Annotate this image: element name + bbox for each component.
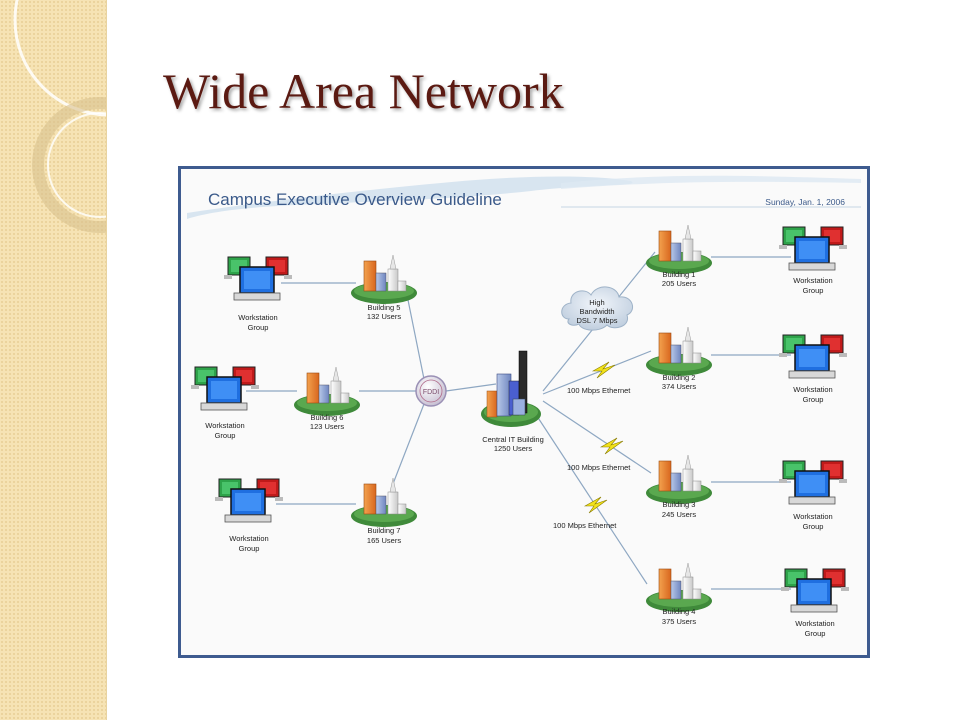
network-diagram: Campus Executive Overview Guideline Sund… xyxy=(187,175,861,638)
decorative-side-band xyxy=(0,0,107,720)
building-icon xyxy=(645,562,713,613)
workstation-label-line2: Group xyxy=(803,286,824,295)
workstation-group-right-3: Workstation Group xyxy=(778,460,848,531)
link-hub-central xyxy=(445,383,497,392)
lightning-icon xyxy=(592,361,616,379)
building-icon xyxy=(350,477,418,528)
workstation-label-line2: Group xyxy=(239,544,260,553)
cloud-icon xyxy=(561,286,634,331)
link-label-2: 100 Mbps Ethernet xyxy=(567,463,631,472)
building-2: Building 2 374 Users xyxy=(645,326,713,391)
hub-label: FDDI xyxy=(423,389,439,396)
central-building-users: 1250 Users xyxy=(494,444,533,453)
diagram-title: Campus Executive Overview Guideline xyxy=(208,190,502,209)
workstation-icon xyxy=(214,478,284,523)
building-icon xyxy=(645,224,713,275)
workstation-label-line1: Workstation xyxy=(205,421,244,430)
building-users: 374 Users xyxy=(662,382,696,391)
workstation-label-line1: Workstation xyxy=(793,512,832,521)
connection-lines xyxy=(246,251,791,590)
workstation-label-line1: Workstation xyxy=(229,534,268,543)
link-central-b2 xyxy=(542,350,652,395)
workstation-label-line2: Group xyxy=(215,431,236,440)
building-name: Building 4 xyxy=(663,607,696,616)
link-label-1: 100 Mbps Ethernet xyxy=(567,386,631,395)
network-diagram-frame: Campus Executive Overview Guideline Sund… xyxy=(178,166,870,658)
link-central-b3 xyxy=(542,400,652,474)
building-4: Building 4 375 Users xyxy=(645,562,713,626)
diagram-date: Sunday, Jan. 1, 2006 xyxy=(765,197,845,207)
workstation-label-line2: Group xyxy=(803,522,824,531)
workstation-icon xyxy=(778,334,848,379)
link-central-b4 xyxy=(530,406,648,585)
building-users: 205 Users xyxy=(662,279,696,288)
workstation-label-line1: Workstation xyxy=(795,619,834,628)
lightning-icon xyxy=(584,496,608,514)
building-icon xyxy=(645,326,713,377)
building-1: Building 1 205 Users xyxy=(645,224,713,288)
building-name: Building 6 xyxy=(311,413,344,422)
building-5: Building 5 132 Users xyxy=(350,254,418,321)
workstation-group-left-2: Workstation Group xyxy=(190,366,260,440)
building-name: Building 5 xyxy=(368,303,401,312)
building-users: 123 Users xyxy=(310,422,344,431)
central-it-building: Central IT Building 1250 Users xyxy=(481,350,544,453)
workstation-label-line1: Workstation xyxy=(238,313,277,322)
workstation-label-line1: Workstation xyxy=(793,276,832,285)
building-users: 375 Users xyxy=(662,617,696,626)
building-name: Building 2 xyxy=(663,373,696,382)
header-swoosh-icon xyxy=(187,176,633,219)
building-3: Building 3 245 Users xyxy=(645,454,713,519)
building-users: 132 Users xyxy=(367,312,401,321)
building-name: Building 7 xyxy=(368,526,401,535)
central-building-name: Central IT Building xyxy=(482,435,544,444)
workstation-icon xyxy=(778,226,848,271)
workstation-icon xyxy=(780,568,850,613)
fddi-hub: FDDI xyxy=(415,375,447,407)
workstation-group-right-1: Workstation Group xyxy=(778,226,848,295)
workstation-icon xyxy=(190,366,260,411)
building-6: Building 6 123 Users xyxy=(293,366,361,431)
workstation-group-left-1: Workstation Group xyxy=(223,256,293,332)
workstation-label-line1: Workstation xyxy=(793,385,832,394)
building-icon xyxy=(645,454,713,505)
decorative-circles-icon xyxy=(13,0,106,233)
building-icon xyxy=(293,366,361,417)
link-b5-hub xyxy=(406,294,425,380)
header-swoosh-icon xyxy=(561,175,861,189)
building-7: Building 7 165 Users xyxy=(350,477,418,545)
building-name: Building 1 xyxy=(663,270,696,279)
building-icon xyxy=(350,254,418,305)
link-hub-b7 xyxy=(390,403,425,490)
cloud-label-line3: DSL 7 Mbps xyxy=(577,316,618,325)
link-label-3: 100 Mbps Ethernet xyxy=(553,521,617,530)
building-users: 245 Users xyxy=(662,510,696,519)
workstation-group-right-2: Workstation Group xyxy=(778,334,848,404)
slide-title: Wide Area Network xyxy=(163,63,564,119)
workstation-label-line2: Group xyxy=(803,395,824,404)
workstation-group-right-4: Workstation Group xyxy=(780,568,850,638)
building-users: 165 Users xyxy=(367,536,401,545)
workstation-group-left-3: Workstation Group xyxy=(214,478,284,553)
workstation-label-line2: Group xyxy=(805,629,826,638)
workstation-icon xyxy=(223,256,293,301)
building-name: Building 3 xyxy=(663,500,696,509)
workstation-label-line2: Group xyxy=(248,323,269,332)
dsl-cloud: High Bandwidth DSL 7 Mbps xyxy=(561,286,634,331)
cloud-label-line1: High xyxy=(589,298,604,307)
cloud-label-line2: Bandwidth xyxy=(579,307,614,316)
